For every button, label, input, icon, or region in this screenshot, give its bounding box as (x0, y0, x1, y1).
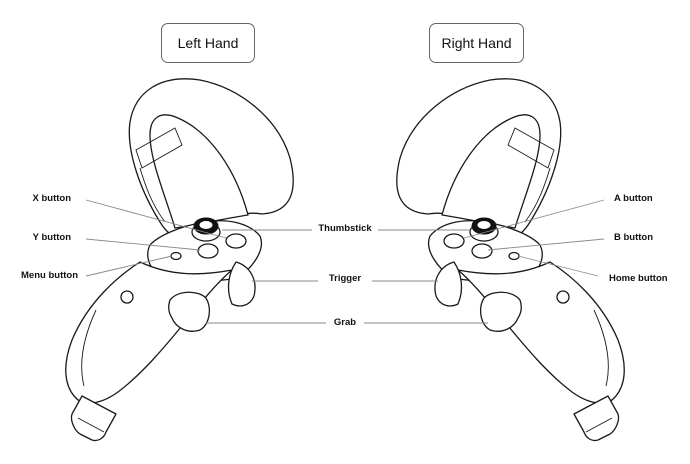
right-grab (479, 291, 522, 332)
label-x-button: X button (32, 193, 71, 204)
label-y-button: Y button (32, 232, 71, 243)
label-a-button: A button (614, 193, 653, 204)
leader-lines (85, 199, 605, 324)
left-handle (65, 261, 233, 404)
leader-menu-button (85, 255, 173, 277)
left-x-button-shape (225, 233, 247, 249)
right-grip-end (573, 395, 620, 442)
left-y-button-shape (197, 243, 219, 259)
label-b-button: B button (614, 232, 654, 243)
label-thumbstick: Thumbstick (318, 223, 372, 234)
left-menu-button-shape (170, 251, 182, 261)
label-menu-button: Menu button (21, 270, 78, 281)
leader-home-button (517, 255, 599, 277)
right-controller (396, 78, 625, 442)
right-side-button (556, 290, 570, 304)
left-side-button (120, 290, 134, 304)
left-trigger (227, 261, 256, 307)
label-grab: Grab (333, 317, 357, 328)
leader-x-button (85, 199, 227, 239)
leader-b-button (487, 238, 605, 251)
label-trigger: Trigger (328, 273, 362, 284)
left-grip-end (70, 395, 117, 442)
right-b-button-shape (471, 243, 493, 259)
right-home-button-shape (508, 251, 520, 261)
leader-y-button (85, 238, 201, 251)
label-home-button: Home button (609, 273, 668, 284)
right-hand-title: Right Hand (429, 23, 524, 63)
left-hand-title: Left Hand (161, 23, 255, 63)
right-a-button-shape (443, 233, 465, 249)
right-trigger (434, 261, 463, 307)
left-controller (65, 78, 294, 442)
left-grab (168, 291, 211, 332)
leader-a-button (463, 199, 605, 239)
right-handle (457, 261, 625, 404)
